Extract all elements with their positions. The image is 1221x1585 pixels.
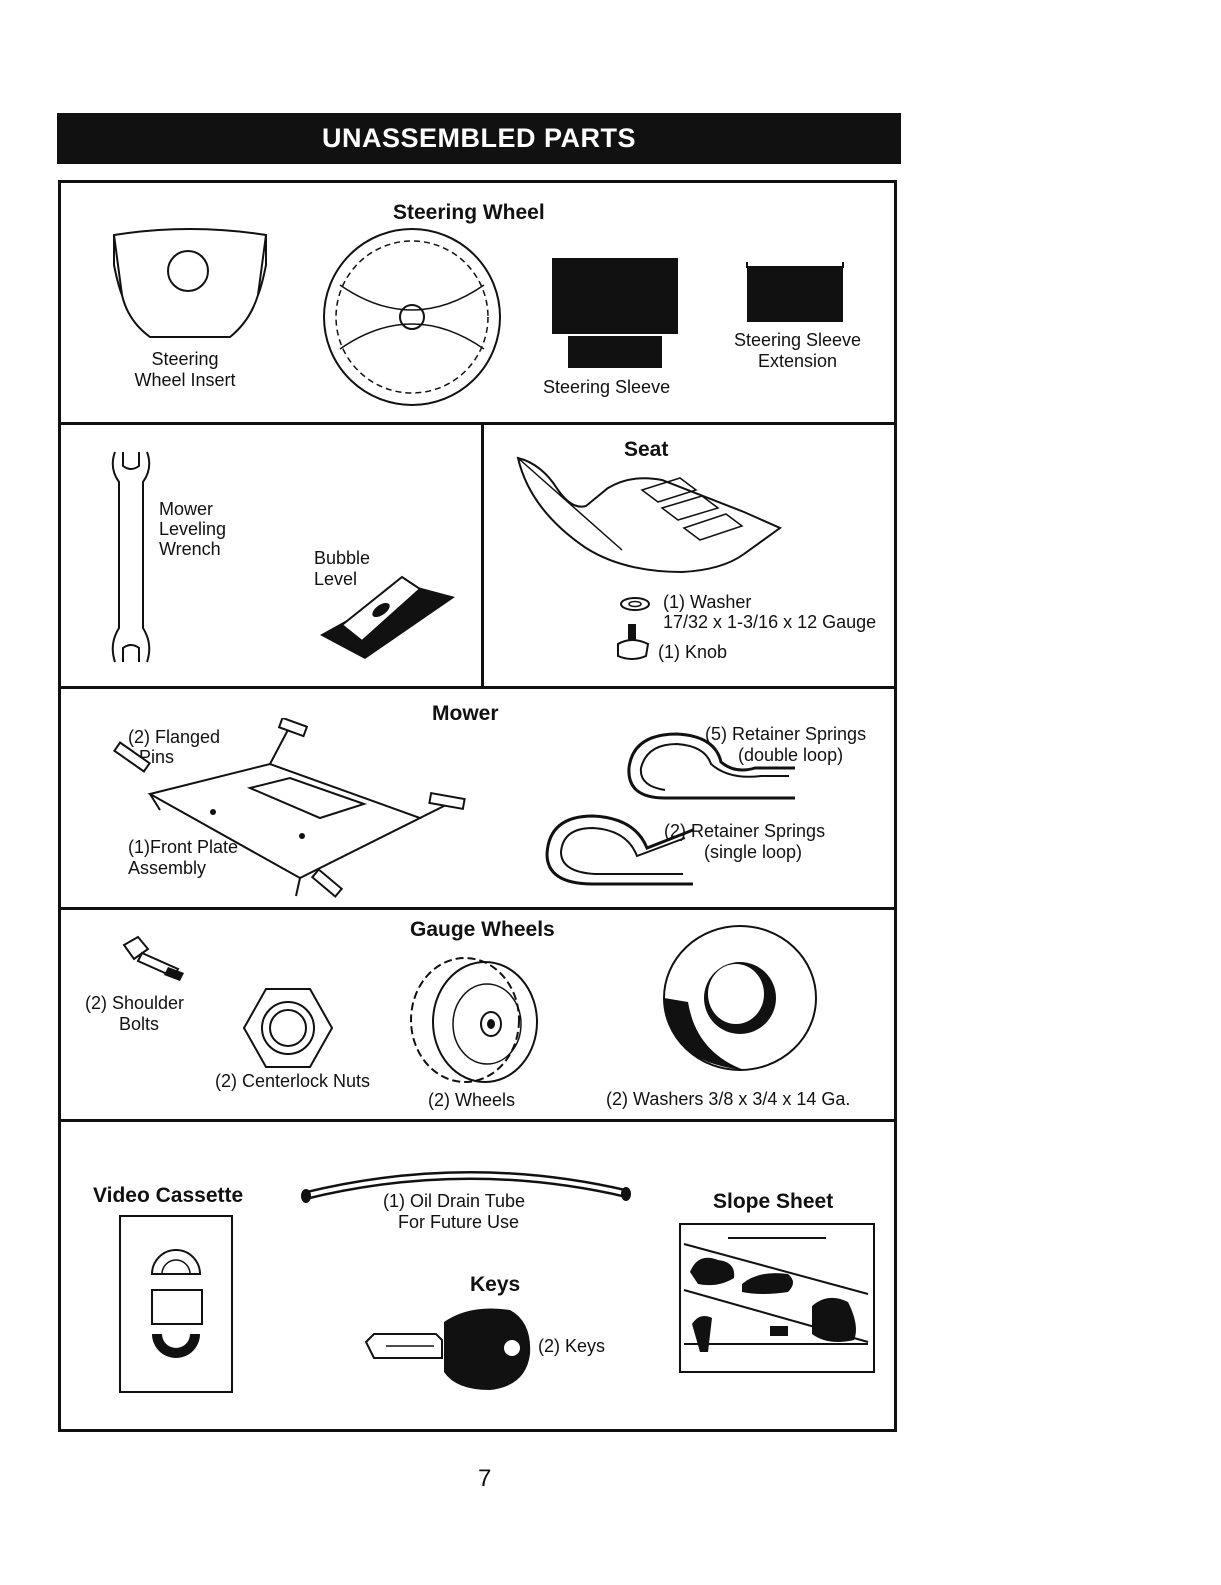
key-illustration xyxy=(364,1308,531,1390)
oil-drain-tube-label-2: For Future Use xyxy=(398,1212,520,1232)
divider xyxy=(481,425,484,687)
steering-insert-label-1: Steering xyxy=(151,349,219,369)
bubble-level-label-1: Bubble xyxy=(314,548,371,568)
divider xyxy=(60,422,897,425)
seat-knob-label: (1) Knob xyxy=(658,642,728,662)
knob-icon xyxy=(617,624,650,660)
washer-icon xyxy=(620,597,650,611)
steering-extension-label-2: Extension xyxy=(757,351,838,371)
divider xyxy=(60,1119,897,1122)
bubble-level-label-2: Level xyxy=(314,569,358,589)
bubble-level-illustration xyxy=(320,575,455,659)
steering-sleeve-illustration xyxy=(552,258,678,368)
double-loop-retainer-spring-illustration xyxy=(627,732,795,800)
double-loop-label-1: (5) Retainer Springs xyxy=(705,724,867,744)
parts-frame xyxy=(58,180,897,1432)
shoulder-bolt-illustration xyxy=(122,935,184,981)
wrench-label-2: Leveling xyxy=(159,519,227,539)
centerlock-nuts-label: (2) Centerlock Nuts xyxy=(215,1071,371,1091)
slope-sheet-illustration xyxy=(679,1223,875,1373)
divider xyxy=(60,686,897,689)
steering-wheel-heading: Steering Wheel xyxy=(393,201,545,224)
shoulder-bolts-label-1: (2) Shoulder xyxy=(85,993,185,1013)
washer-illustration xyxy=(663,925,817,1071)
steering-wheel-illustration xyxy=(323,228,501,406)
seat-washer-label: (1) Washer xyxy=(663,592,752,612)
steering-sleeve-label: Steering Sleeve xyxy=(543,377,671,397)
shoulder-bolts-label-2: Bolts xyxy=(119,1014,160,1034)
page-number: 7 xyxy=(478,1465,492,1492)
single-loop-retainer-spring-illustration xyxy=(545,814,694,886)
video-cassette-heading: Video Cassette xyxy=(93,1184,244,1207)
single-loop-label-1: (2) Retainer Springs xyxy=(664,821,826,841)
oil-drain-tube-illustration xyxy=(301,1171,631,1203)
wrench-label-1: Mower xyxy=(159,499,214,519)
seat-heading: Seat xyxy=(624,438,669,461)
front-plate-label-2: Assembly xyxy=(128,858,207,878)
front-plate-label-1: (1)Front Plate xyxy=(128,837,239,857)
page-title: UNASSEMBLED PARTS xyxy=(57,113,901,164)
steering-extension-label-1: Steering Sleeve xyxy=(733,330,862,350)
seat-washer-spec-label: 17/32 x 1-3/16 x 12 Gauge xyxy=(663,612,877,632)
mower-heading: Mower xyxy=(432,702,499,725)
keys-heading: Keys xyxy=(470,1273,521,1296)
centerlock-nut-illustration xyxy=(242,988,334,1068)
divider xyxy=(60,907,897,910)
gauge-wheel-illustration xyxy=(410,957,538,1083)
steering-sleeve-extension-illustration xyxy=(746,262,844,322)
seat-illustration xyxy=(516,456,782,574)
front-plate-assembly-illustration xyxy=(112,718,466,898)
keys-label: (2) Keys xyxy=(538,1336,606,1356)
double-loop-label-2: (double loop) xyxy=(738,745,844,765)
wrench-label-3: Wrench xyxy=(159,539,221,559)
wrench-illustration xyxy=(111,451,151,663)
gauge-washers-label: (2) Washers 3/8 x 3/4 x 14 Ga. xyxy=(606,1089,851,1109)
steering-wheel-insert-illustration xyxy=(112,228,268,338)
steering-insert-label-2: Wheel Insert xyxy=(134,370,236,390)
flanged-pins-label-1: (2) Flanged xyxy=(128,727,221,747)
slope-sheet-heading: Slope Sheet xyxy=(713,1190,834,1213)
video-cassette-illustration xyxy=(119,1215,233,1393)
oil-drain-tube-label-1: (1) Oil Drain Tube xyxy=(383,1191,526,1211)
gauge-wheels-heading: Gauge Wheels xyxy=(410,918,555,941)
wheels-label: (2) Wheels xyxy=(428,1090,516,1110)
single-loop-label-2: (single loop) xyxy=(704,842,803,862)
